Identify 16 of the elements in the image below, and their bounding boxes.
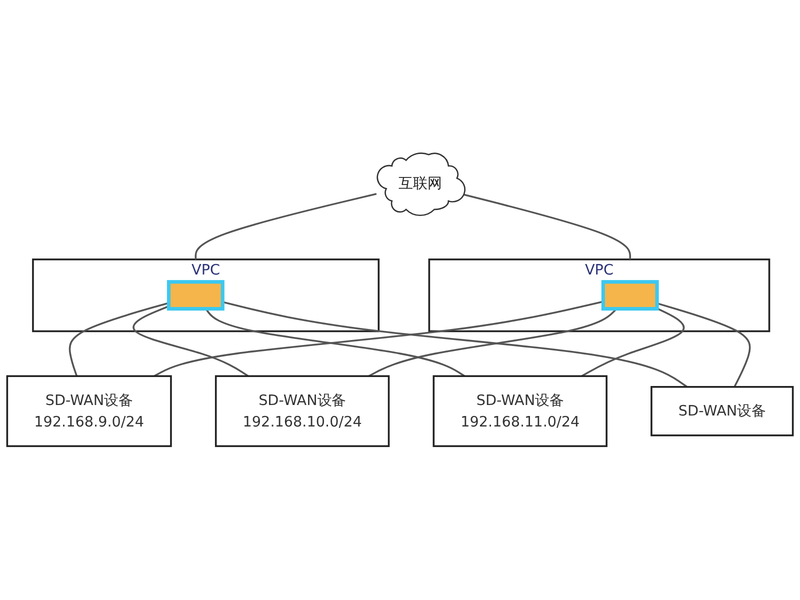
node-box: SD-WAN设备 192.168.11.0/24	[432, 376, 608, 448]
connector	[205, 308, 466, 378]
node-box	[601, 280, 659, 311]
connector	[581, 308, 685, 378]
node-box: SD-WAN设备 192.168.10.0/24	[214, 376, 390, 448]
connector	[154, 301, 604, 378]
cluster: VPC	[428, 258, 770, 332]
connector	[132, 306, 249, 378]
node-box	[166, 280, 224, 311]
node-box: SD-WAN设备 192.168.9.0/24	[6, 376, 172, 448]
connector	[464, 194, 631, 260]
cluster: VPC	[32, 258, 380, 332]
connector	[194, 193, 377, 260]
connector	[368, 308, 618, 378]
connector	[68, 302, 169, 377]
node-box: SD-WAN设备	[650, 386, 794, 437]
